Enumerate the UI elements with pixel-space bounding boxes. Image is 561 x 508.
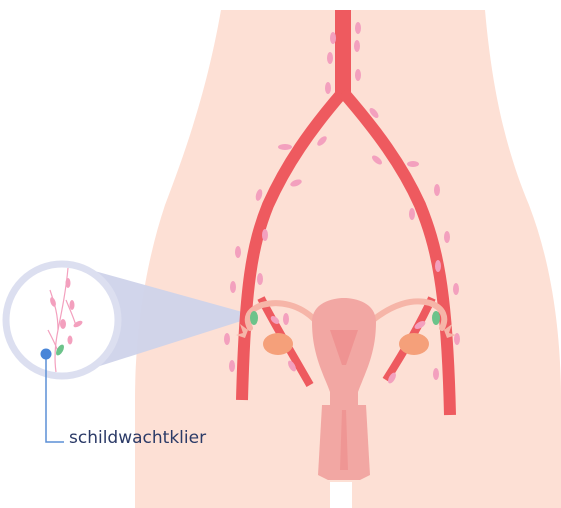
sentinel-node-icon: [250, 311, 258, 325]
leader-dot: [41, 349, 52, 360]
sentinel-node-label: schildwachtklier: [69, 428, 206, 448]
sentinel-node-right: [432, 311, 440, 325]
left-ovary: [263, 333, 293, 355]
right-ovary: [399, 333, 429, 355]
magnifier-icon: [6, 264, 118, 376]
